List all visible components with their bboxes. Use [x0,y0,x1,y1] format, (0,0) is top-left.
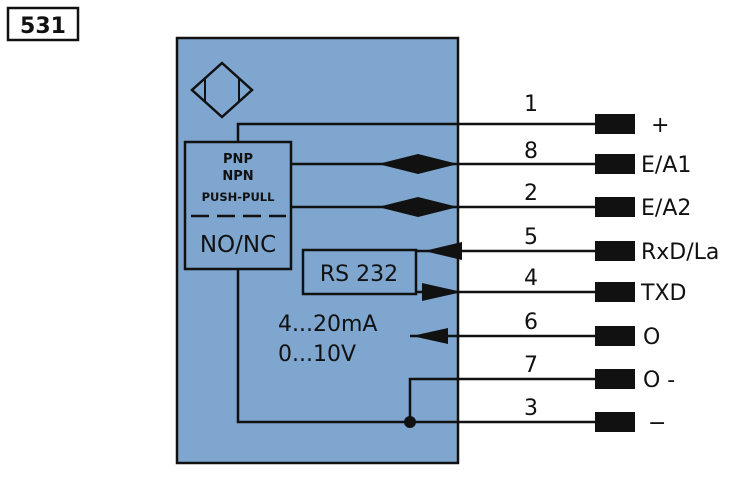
pin-number: 6 [524,310,538,335]
analog-current-label: 4...20mA [278,312,377,337]
mode-no-nc-label: NO/NC [200,232,276,258]
connector-terminals [595,114,635,432]
rs232-label: RS 232 [320,262,398,287]
pin-label: + [651,113,669,138]
arrow-left-icon [412,328,448,344]
figure-number: 531 [20,14,66,39]
bidirectional-arrow-icon [378,154,458,174]
bidirectional-arrow-icon [378,197,458,217]
mode-pnp-label: PNP [223,152,253,167]
arrow-left-icon [424,242,462,260]
pin-number: 2 [524,181,538,206]
rs232-box [301,248,418,296]
mode-push-pull-label: PUSH-PULL [202,190,276,204]
figure-number-box [6,6,80,42]
pin-number: 8 [524,139,538,164]
pin-number: 1 [524,92,538,117]
diamond-sensor-icon [190,61,254,119]
pin-label: RxD/La [641,240,719,265]
pin-number: 4 [524,266,538,291]
pin-labels: + E/A1 E/A2 RxD/La TXD O O - − [640,113,719,436]
mode-npn-label: NPN [222,169,253,184]
pin-label: TXD [640,281,686,306]
pin-label: E/A2 [641,196,691,221]
output-mode-box [183,140,293,271]
pin-numbers: 1 8 2 5 4 6 7 3 [524,92,538,421]
pin-number: 3 [524,396,538,421]
junction-dot [404,416,416,428]
pin-label: E/A1 [641,153,691,178]
analog-voltage-label: 0...10V [278,342,356,367]
signal-arrows [378,154,462,428]
pin-label: O [643,325,660,350]
pin-number: 5 [524,225,538,250]
arrow-right-icon [422,283,462,301]
pin-label: O - [643,368,675,393]
pin-label: − [648,411,666,436]
pin-number: 7 [524,353,538,378]
